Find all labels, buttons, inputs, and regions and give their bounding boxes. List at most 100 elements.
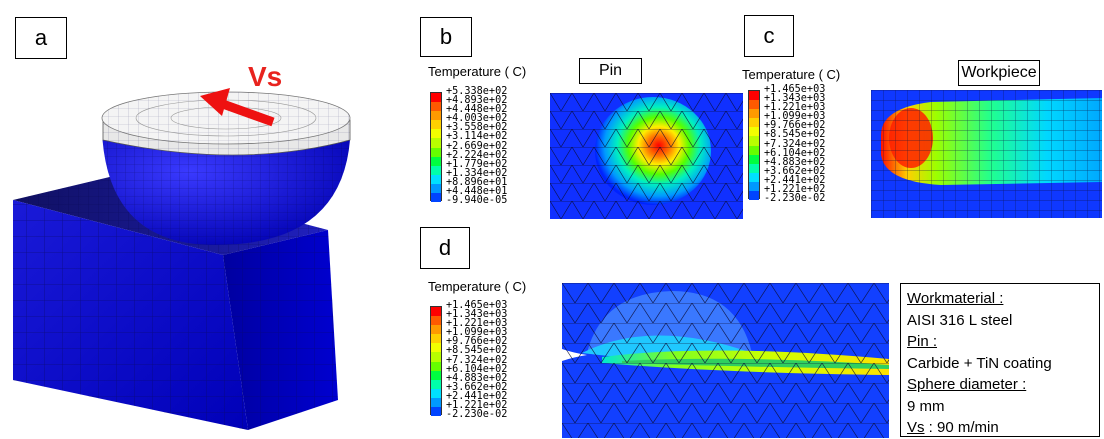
colorbar-swatch (749, 181, 759, 192)
legend-value: +2.441e+02 (446, 390, 508, 402)
sliding-velocity-value: : 90 m/min (924, 419, 999, 436)
legend-value: +7.324e+02 (764, 138, 826, 150)
legend-value: +3.558e+02 (446, 122, 508, 134)
panel-c-title: Workpiece (958, 60, 1040, 86)
panel-b-legend-title: Temperature ( C) (428, 64, 527, 79)
legend-value: +1.099e+03 (446, 327, 508, 339)
colorbar-swatch (431, 193, 441, 203)
sphere-diameter-heading: Sphere diameter : (907, 376, 1027, 393)
colorbar-swatch (431, 183, 441, 194)
legend-value: +1.779e+02 (446, 158, 508, 170)
colorbar-swatch (749, 163, 759, 173)
colorbar-swatch (431, 325, 441, 335)
legend-value: +2.669e+02 (446, 140, 508, 152)
panel-c-legend-values: +1.465e+03+1.343e+03+1.221e+03+1.099e+03… (764, 84, 826, 205)
workmaterial-value: AISI 316 L steel (907, 311, 1013, 329)
colorbar-swatch (431, 316, 441, 326)
colorbar-swatch (749, 109, 759, 119)
colorbar-swatch (431, 352, 441, 362)
colorbar-swatch (431, 102, 441, 112)
velocity-label: Vs (248, 61, 282, 92)
panel-b-label: b (420, 17, 472, 57)
colorbar-swatch (749, 172, 759, 182)
legend-value: +1.465e+03 (764, 84, 826, 95)
legend-value: +3.662e+02 (446, 381, 508, 393)
panel-d-colorbar (430, 306, 442, 417)
legend-value: +1.343e+03 (446, 309, 508, 321)
legend-value: +1.221e+02 (446, 400, 508, 412)
legend-value: +4.883e+02 (764, 156, 826, 168)
legend-value: +8.896e+01 (446, 176, 508, 188)
panel-d-legend-values: +1.465e+03+1.343e+03+1.221e+03+1.099e+03… (446, 300, 508, 421)
colorbar-swatch (431, 93, 441, 103)
colorbar-swatch (749, 118, 759, 128)
legend-value: +4.448e+02 (446, 104, 508, 116)
colorbar-swatch (749, 91, 759, 101)
panel-a-label: a (15, 17, 67, 59)
legend-value: +1.334e+02 (446, 167, 508, 179)
colorbar-swatch (431, 397, 441, 408)
colorbar-swatch (431, 120, 441, 130)
legend-value: +9.766e+02 (446, 336, 508, 348)
legend-value: -2.230e-02 (446, 409, 508, 421)
panel-d-legend-title: Temperature ( C) (428, 279, 527, 294)
experiment-info-box: Workmaterial : AISI 316 L steel Pin : Ca… (900, 283, 1100, 437)
legend-value: +4.883e+02 (446, 372, 508, 384)
sphere-diameter-value: 9 mm (907, 397, 945, 415)
legend-value: +1.343e+03 (764, 93, 826, 105)
legend-value: +7.324e+02 (446, 354, 508, 366)
legend-value: -2.230e-02 (764, 193, 826, 205)
colorbar-swatch (431, 343, 441, 353)
legend-value: +4.003e+02 (446, 113, 508, 125)
colorbar-swatch (749, 154, 759, 164)
panel-c-workpiece-temperature-field (871, 90, 1102, 218)
colorbar-swatch (431, 370, 441, 380)
legend-value: +1.465e+03 (446, 300, 508, 311)
legend-value: +4.893e+02 (446, 95, 508, 107)
legend-value: +1.221e+02 (764, 184, 826, 196)
colorbar-swatch (431, 334, 441, 344)
legend-value: +1.099e+03 (764, 111, 826, 123)
pin-heading: Pin : (907, 333, 938, 350)
legend-value: +5.338e+02 (446, 86, 508, 97)
panel-c-legend-title: Temperature ( C) (742, 67, 841, 82)
legend-value: +2.441e+02 (764, 174, 826, 186)
colorbar-swatch (431, 379, 441, 389)
colorbar-swatch (749, 136, 759, 146)
panel-d-cross-section-temperature-field (562, 283, 889, 438)
panel-b-title: Pin (579, 58, 642, 84)
colorbar-swatch (431, 407, 441, 417)
panel-b-colorbar (430, 92, 442, 203)
legend-value: -9.940e-05 (446, 195, 508, 207)
sliding-velocity-label: Vs (907, 419, 925, 436)
legend-value: +4.448e+01 (446, 186, 508, 198)
panel-a-pin-on-block-illustration: Vs (13, 61, 351, 430)
panel-c-label: c (744, 15, 794, 57)
colorbar-swatch (431, 147, 441, 157)
legend-value: +1.221e+03 (446, 318, 508, 330)
legend-value: +8.545e+02 (446, 345, 508, 357)
colorbar-swatch (749, 100, 759, 110)
legend-value: +2.224e+02 (446, 149, 508, 161)
legend-value: +8.545e+02 (764, 129, 826, 141)
colorbar-swatch (431, 174, 441, 184)
colorbar-swatch (431, 388, 441, 398)
colorbar-swatch (431, 138, 441, 148)
legend-value: +6.104e+02 (446, 363, 508, 375)
colorbar-swatch (431, 156, 441, 166)
legend-value: +6.104e+02 (764, 147, 826, 159)
pin-value: Carbide + TiN coating (907, 354, 1052, 372)
workmaterial-heading: Workmaterial : (907, 290, 1004, 307)
colorbar-swatch (431, 361, 441, 371)
panel-b-pin-temperature-field (550, 93, 743, 219)
colorbar-swatch (431, 307, 441, 317)
colorbar-swatch (749, 145, 759, 155)
legend-value: +3.114e+02 (446, 131, 508, 143)
colorbar-swatch (749, 191, 759, 201)
panel-d-label: d (420, 227, 470, 269)
colorbar-swatch (431, 165, 441, 175)
colorbar-swatch (431, 129, 441, 139)
legend-value: +9.766e+02 (764, 120, 826, 132)
colorbar-swatch (431, 111, 441, 121)
colorbar-swatch (749, 127, 759, 137)
